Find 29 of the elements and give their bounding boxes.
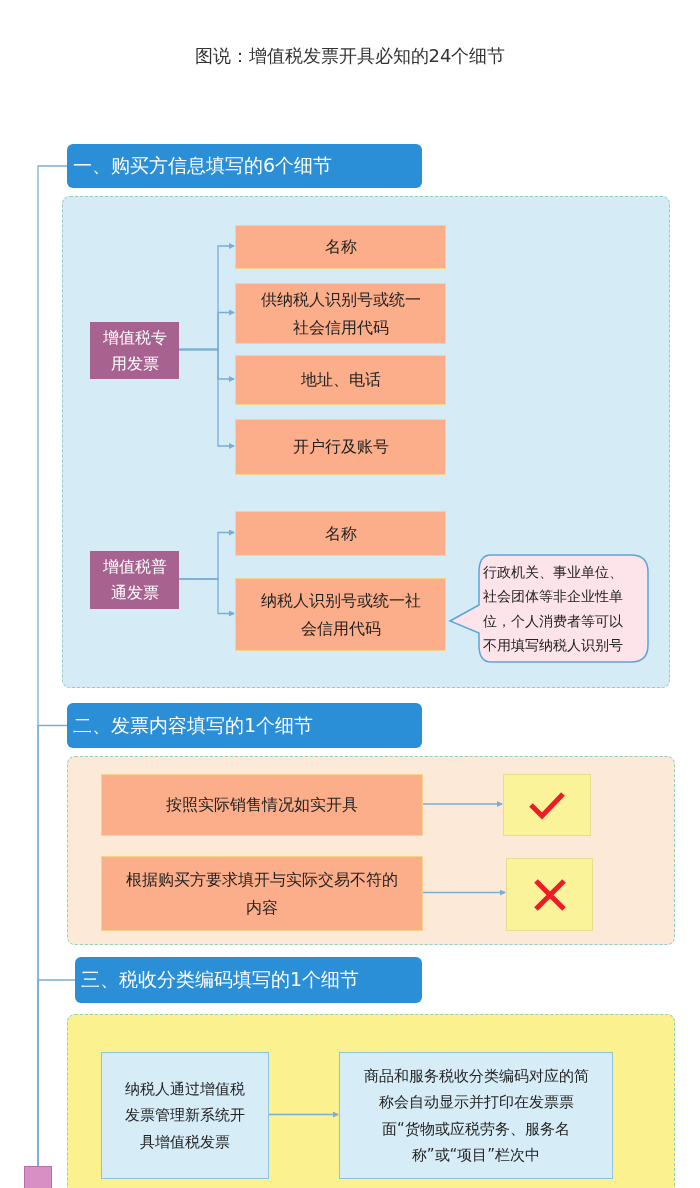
- item-box: 名称: [235, 225, 446, 269]
- section-header: 二、发票内容填写的1个细节: [67, 703, 422, 748]
- timeline-end-box: [24, 1166, 52, 1188]
- cross-box: [506, 858, 593, 931]
- item-box: 按照实际销售情况如实开具: [101, 774, 423, 836]
- panel-background: [67, 1014, 675, 1188]
- check-box: [503, 774, 591, 836]
- info-box: 商品和服务税收分类编码对应的简称会自动显示并打印在发票票面“货物或应税劳务、服务名称”或“项目”栏次中: [339, 1052, 613, 1179]
- category-box: 增值税普通发票: [90, 551, 179, 609]
- title: 图说：增值税发票开具必知的24个细节: [193, 44, 507, 68]
- section-header: 一、购买方信息填写的6个细节: [67, 144, 422, 188]
- arrow: [267, 1111, 339, 1118]
- panel-background: [62, 196, 670, 688]
- arrow: [177, 578, 235, 617]
- info-box: 纳税人通过增值税发票管理新系统开具增值税发票: [101, 1052, 269, 1179]
- item-box: 开户行及账号: [235, 419, 446, 475]
- speech-bubble: 行政机关、事业单位、社会团体等非企业性单位，个人消费者等可以不用填写纳税人识别号: [449, 554, 649, 663]
- item-box: 纳税人识别号或统一社会信用代码: [235, 578, 446, 651]
- category-box: 增值税专用发票: [90, 322, 179, 379]
- arrow: [177, 348, 235, 449]
- connector-line: [37, 979, 76, 1167]
- arrow: [421, 889, 506, 896]
- item-box: 供纳税人识别号或统一社会信用代码: [235, 283, 446, 344]
- item-box: 名称: [235, 511, 446, 556]
- arrow: [421, 801, 503, 807]
- section-header: 三、税收分类编码填写的1个细节: [75, 957, 422, 1003]
- item-box: 根据购买方要求填开与实际交易不符的内容: [101, 856, 423, 931]
- item-box: 地址、电话: [235, 355, 446, 405]
- panel-background: [67, 756, 675, 945]
